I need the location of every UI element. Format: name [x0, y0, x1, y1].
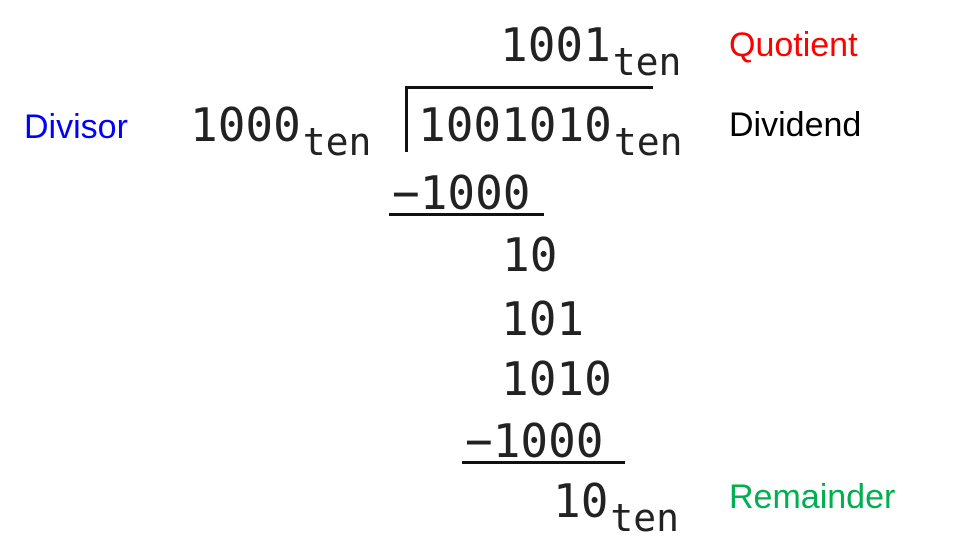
division-bracket-vertical — [405, 88, 408, 152]
subtract-step-1: −1000 — [392, 166, 531, 220]
remainder-number: 10 — [553, 474, 609, 528]
divisor-label: Divisor — [24, 108, 128, 146]
division-bracket-top — [405, 86, 653, 89]
remainder-base: ten — [610, 496, 680, 540]
dividend-label: Dividend — [729, 106, 862, 144]
divisor: 1000ten — [190, 102, 371, 161]
subtract-step-2: −1000 — [465, 414, 604, 468]
divisor-number: 1000 — [190, 98, 301, 152]
quotient: 1001ten — [500, 22, 681, 81]
dividend: 1001010ten — [418, 102, 683, 161]
partial-remainder-2: 101 — [501, 292, 585, 346]
quotient-label: Quotient — [729, 26, 858, 64]
subtract-line-2 — [462, 461, 625, 464]
divisor-base: ten — [302, 120, 372, 164]
dividend-base: ten — [613, 120, 683, 164]
quotient-number: 1001 — [500, 18, 611, 72]
dividend-number: 1001010 — [418, 98, 612, 152]
subtract-line-1 — [389, 213, 544, 216]
quotient-base: ten — [612, 40, 682, 84]
remainder: 10ten — [553, 478, 679, 537]
remainder-label: Remainder — [729, 478, 896, 516]
partial-remainder-1: 10 — [502, 228, 558, 282]
partial-remainder-3: 1010 — [501, 352, 612, 406]
